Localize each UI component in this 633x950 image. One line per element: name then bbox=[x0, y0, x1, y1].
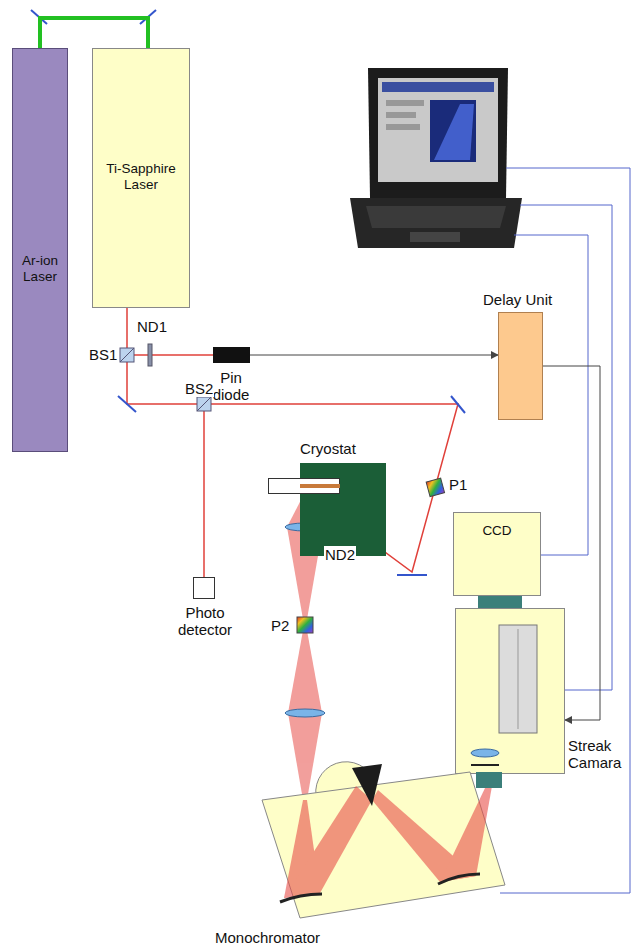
component-label: Ti-Sapphire Laser bbox=[93, 161, 189, 192]
component-label: Monochromator bbox=[215, 929, 320, 946]
cold-finger bbox=[300, 484, 340, 488]
setup-component: CCD bbox=[453, 512, 541, 596]
setup-component: Pin diode bbox=[213, 347, 250, 363]
component-label: Delay Unit bbox=[483, 291, 552, 308]
component-label: Photo detector bbox=[174, 604, 236, 639]
signal-cable bbox=[250, 355, 498, 356]
setup-component: Delay Unit bbox=[498, 312, 543, 420]
laptop bbox=[350, 68, 522, 248]
setup-component: Ti-Sapphire Laser bbox=[92, 48, 190, 308]
component-tag: ND2 bbox=[324, 546, 356, 563]
pump-beam bbox=[40, 18, 148, 48]
component-label: Ar-ion Laser bbox=[13, 253, 67, 284]
component-tag: P1 bbox=[448, 476, 468, 493]
component-tag: BS1 bbox=[88, 346, 118, 363]
component-label: CCD bbox=[454, 523, 540, 539]
component-label: Streak Camara bbox=[568, 737, 630, 772]
setup-component: Cryostat bbox=[300, 463, 386, 556]
setup-component: Streak Camara bbox=[455, 608, 565, 774]
component-label: Cryostat bbox=[300, 440, 356, 457]
setup-component: Monochromator bbox=[210, 735, 510, 948]
setup-component: Photo detector bbox=[193, 577, 215, 599]
setup-component: Ar-ion Laser bbox=[12, 48, 68, 452]
component-tag: ND1 bbox=[136, 318, 168, 335]
component-tag: BS2 bbox=[184, 380, 214, 397]
component-tag: P2 bbox=[270, 617, 290, 634]
